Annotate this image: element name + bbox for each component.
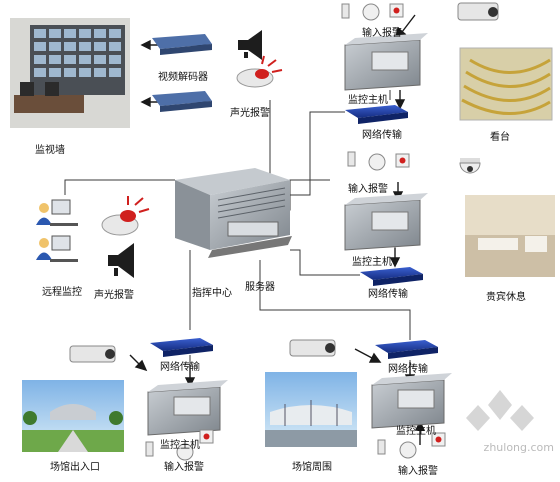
label-stands: 看台 xyxy=(490,132,510,143)
watermark-text: zhulong.com xyxy=(483,441,554,454)
network-switch-top xyxy=(345,105,408,124)
network-switch-right xyxy=(360,267,423,286)
label-net-right: 网络传输 xyxy=(368,289,408,300)
watermark-logo xyxy=(466,390,534,431)
label-alarm-in-right: 输入报警 xyxy=(348,184,388,195)
label-sound-light-alarm: 声光报警 xyxy=(230,108,270,119)
bullet-camera-bl xyxy=(69,345,116,363)
label-alarm-in-br: 输入报警 xyxy=(398,466,438,477)
monitor-host-bl xyxy=(147,380,228,436)
monitor-host-br xyxy=(371,373,452,429)
label-entrance: 场馆出入口 xyxy=(50,462,100,473)
sensor-icons-top xyxy=(341,3,404,21)
video-wall-photo xyxy=(10,18,130,128)
label-sound-light-alarm-2: 声光报警 xyxy=(94,290,134,301)
network-switch-br xyxy=(375,340,438,359)
label-host-right: 监控主机 xyxy=(352,257,392,268)
label-perimeter: 场馆周围 xyxy=(292,462,332,473)
sensor-icons-br xyxy=(377,432,446,459)
alarm-light-icon-top xyxy=(236,55,283,88)
label-video-decoder: 视频解码器 xyxy=(158,72,208,83)
stands-photo xyxy=(459,47,553,121)
dome-camera-right xyxy=(459,158,481,174)
sensor-icons-bl xyxy=(145,429,214,461)
network-switch-bl xyxy=(150,338,213,357)
connection-lines xyxy=(64,90,411,385)
label-host-bl: 监控主机 xyxy=(160,440,200,451)
label-net-top: 网络传输 xyxy=(362,130,402,141)
label-net-br: 网络传输 xyxy=(388,364,428,375)
main-server xyxy=(175,168,292,258)
video-decoder-top xyxy=(152,34,212,55)
remote-workstation-2 xyxy=(36,235,78,262)
video-decoder-bottom xyxy=(152,91,212,112)
remote-workstation-1 xyxy=(36,199,78,226)
alarm-light-icon-center xyxy=(101,196,150,236)
label-alarm-in-bl: 输入报警 xyxy=(164,462,204,473)
bullet-camera-top xyxy=(457,2,499,21)
label-vip-lounge: 贵宾休息 xyxy=(486,292,526,303)
vip-lounge-photo xyxy=(465,195,555,277)
speaker-icon-center xyxy=(108,243,134,278)
monitor-host-right xyxy=(344,193,428,251)
label-net-bl: 网络传输 xyxy=(160,362,200,373)
speaker-icon-top xyxy=(238,30,262,60)
label-remote-monitor: 远程监控 xyxy=(42,287,82,298)
monitor-host-top xyxy=(344,33,428,91)
entrance-photo xyxy=(22,380,124,452)
label-command-center: 指挥中心 xyxy=(192,288,232,299)
label-server: 服务器 xyxy=(245,282,275,293)
label-host-top: 监控主机 xyxy=(348,95,388,106)
sensor-icons-right xyxy=(347,151,410,171)
label-video-wall: 监视墙 xyxy=(35,145,65,156)
bullet-camera-br xyxy=(289,339,336,357)
perimeter-photo xyxy=(265,372,357,447)
label-host-br: 监控主机 xyxy=(396,426,436,437)
label-alarm-in-top: 输入报警 xyxy=(362,28,402,39)
